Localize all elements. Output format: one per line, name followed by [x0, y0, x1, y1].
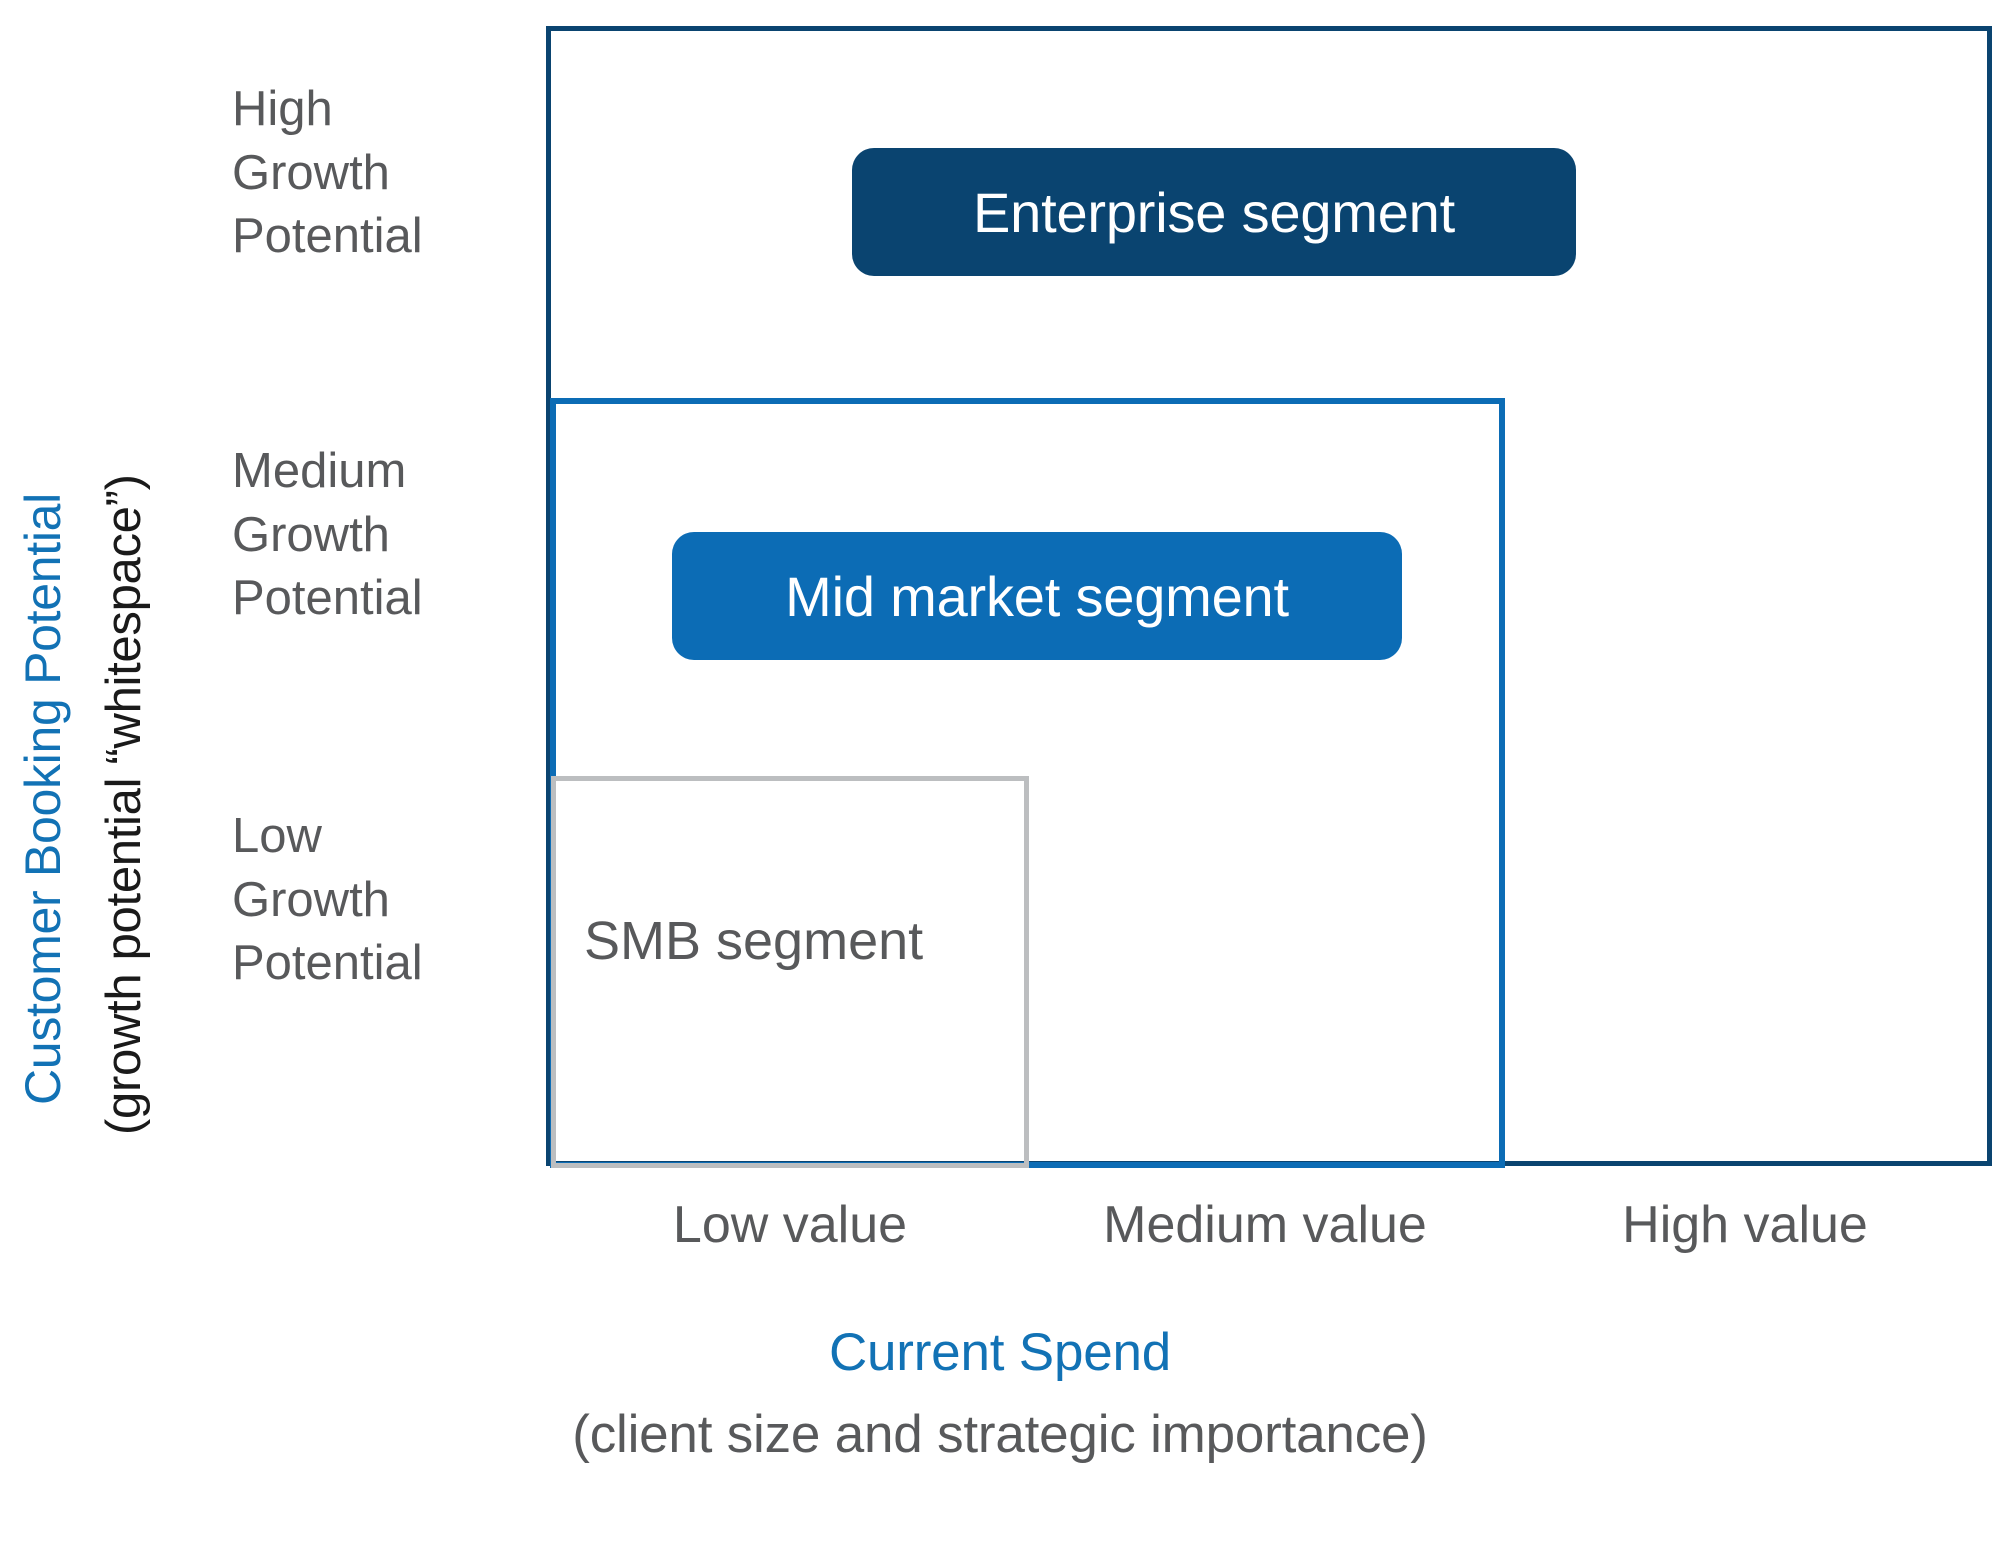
- x-tick-label-medium-value: Medium value: [1103, 1196, 1427, 1254]
- y-axis-title-group: Customer Booking Potential (growth poten…: [0, 0, 180, 1180]
- segment-label-enterprise: Enterprise segment: [852, 148, 1576, 276]
- y-tick-label-medium-growth: Medium Growth Potential: [232, 440, 522, 631]
- x-tick-label-low-value: Low value: [672, 1196, 908, 1254]
- x-axis-subtitle: (client size and strategic importance): [572, 1405, 1428, 1464]
- x-tick-label-high-value: High value: [1622, 1196, 1868, 1254]
- y-axis-subtitle: (growth potential “whitespace”): [97, 474, 151, 1135]
- y-tick-medium-line2: Growth: [232, 507, 390, 562]
- y-tick-low-line2: Growth: [232, 872, 390, 927]
- segment-label-smb: SMB segment: [584, 911, 924, 971]
- y-tick-high-line1: High: [232, 82, 333, 136]
- segment-label-mid-market: Mid market segment: [672, 532, 1402, 660]
- region-box-smb: [551, 776, 1029, 1168]
- y-tick-label-high-growth: High Growth Potential: [232, 78, 522, 269]
- y-tick-low-line3: Potential: [232, 936, 423, 991]
- y-tick-high-line3: Potential: [232, 209, 423, 264]
- x-axis-title: Current Spend: [828, 1323, 1172, 1382]
- y-tick-high-line2: Growth: [232, 145, 390, 200]
- y-tick-medium-line3: Potential: [232, 571, 423, 626]
- y-tick-low-line1: Low: [232, 809, 322, 863]
- y-axis-title: Customer Booking Potential: [15, 493, 71, 1105]
- y-tick-label-low-growth: Low Growth Potential: [232, 805, 522, 996]
- y-tick-medium-line1: Medium: [232, 444, 407, 498]
